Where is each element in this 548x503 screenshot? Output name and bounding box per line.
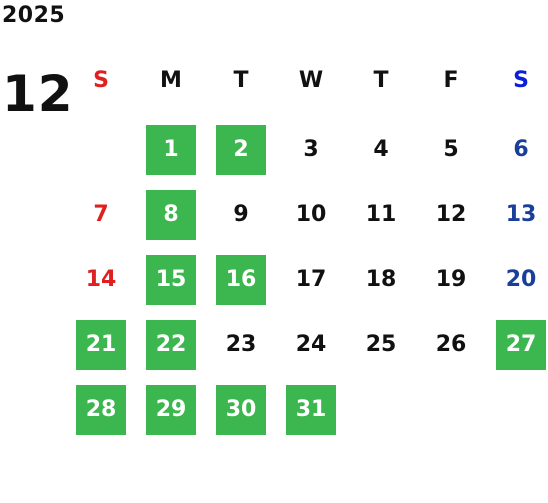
day-cell: 12 [435, 202, 467, 227]
day-cell: 5 [443, 137, 459, 162]
holiday-day-cell: 29 [146, 385, 196, 435]
holiday-day-cell: 27 [496, 320, 546, 370]
day-cell: 7 [93, 202, 109, 227]
calendar-month: 12 [2, 65, 74, 123]
day-cell: 9 [233, 202, 249, 227]
weekday-header-wed: W [298, 68, 324, 93]
day-cell: 24 [295, 332, 327, 357]
day-cell: 10 [295, 202, 327, 227]
weekday-header-sun: S [93, 68, 109, 93]
day-cell: 11 [365, 202, 397, 227]
weekday-header-fri: F [443, 68, 459, 93]
holiday-day-cell: 15 [146, 255, 196, 305]
day-cell: 19 [435, 267, 467, 292]
day-cell: 18 [365, 267, 397, 292]
day-cell: 13 [505, 202, 537, 227]
day-cell: 25 [365, 332, 397, 357]
holiday-day-cell: 30 [216, 385, 266, 435]
day-cell: 14 [85, 267, 117, 292]
day-cell: 17 [295, 267, 327, 292]
day-cell: 26 [435, 332, 467, 357]
holiday-day-cell: 31 [286, 385, 336, 435]
holiday-day-cell: 28 [76, 385, 126, 435]
holiday-day-cell: 2 [216, 125, 266, 175]
day-cell: 6 [513, 137, 529, 162]
holiday-day-cell: 21 [76, 320, 126, 370]
day-cell: 3 [303, 137, 319, 162]
holiday-day-cell: 8 [146, 190, 196, 240]
holiday-day-cell: 1 [146, 125, 196, 175]
weekday-header-thu: T [373, 68, 389, 93]
day-cell: 20 [505, 267, 537, 292]
weekday-header-mon: M [160, 68, 182, 93]
day-cell: 23 [225, 332, 257, 357]
weekday-header-tue: T [233, 68, 249, 93]
holiday-day-cell: 22 [146, 320, 196, 370]
weekday-header-sat: S [513, 68, 529, 93]
calendar-year: 2025 [2, 3, 66, 28]
day-cell: 4 [373, 137, 389, 162]
holiday-day-cell: 16 [216, 255, 266, 305]
